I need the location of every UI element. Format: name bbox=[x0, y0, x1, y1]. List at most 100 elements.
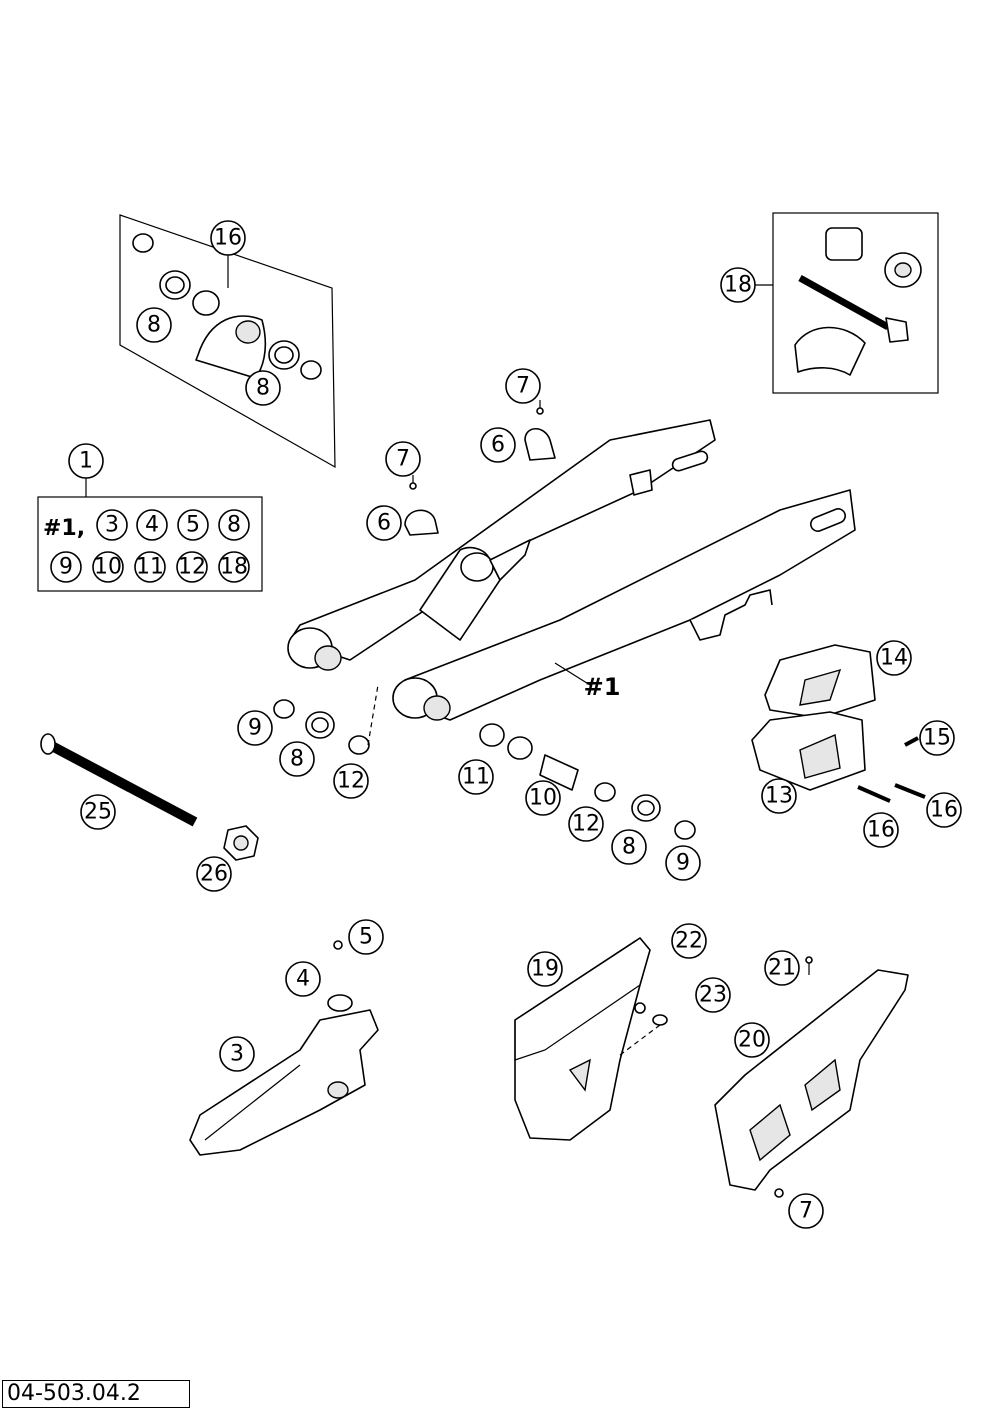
svg-text:19: 19 bbox=[531, 957, 559, 982]
callout-25: 25 bbox=[80, 794, 116, 830]
pivot-axle bbox=[40, 733, 259, 861]
svg-text:6: 6 bbox=[491, 433, 505, 458]
callout-3: 3 bbox=[219, 1036, 255, 1072]
svg-text:5: 5 bbox=[186, 513, 200, 538]
callout-4: 4 bbox=[285, 961, 321, 997]
svg-text:16: 16 bbox=[867, 818, 895, 843]
svg-text:21: 21 bbox=[768, 956, 796, 981]
kit-item-5: 5 bbox=[177, 509, 209, 541]
callout-7-bottom: 7 bbox=[788, 1193, 824, 1229]
kit-item-10: 10 bbox=[92, 551, 124, 583]
callout-20: 19 bbox=[527, 951, 563, 987]
svg-text:14: 14 bbox=[880, 646, 908, 671]
svg-text:16: 16 bbox=[214, 226, 242, 251]
svg-text:11: 11 bbox=[136, 555, 164, 580]
svg-text:8: 8 bbox=[622, 835, 636, 860]
chain-slider-parts bbox=[189, 940, 379, 1156]
svg-text:12: 12 bbox=[178, 555, 206, 580]
kit-item-4: 4 bbox=[136, 509, 168, 541]
callout-9-upper: 8 bbox=[136, 307, 172, 343]
callout-24: 23 bbox=[695, 977, 731, 1013]
callout-26: 26 bbox=[196, 856, 232, 892]
svg-text:7: 7 bbox=[396, 447, 410, 472]
svg-text:22: 22 bbox=[675, 929, 703, 954]
chain-guard-parts bbox=[514, 937, 668, 1141]
swingarm bbox=[287, 419, 856, 721]
svg-text:8: 8 bbox=[147, 313, 161, 338]
kit-prefix: #1, bbox=[43, 516, 85, 541]
svg-text:26: 26 bbox=[200, 862, 228, 887]
svg-text:4: 4 bbox=[296, 967, 310, 992]
svg-text:8: 8 bbox=[290, 747, 304, 772]
callout-9-lower: 8 bbox=[245, 370, 281, 406]
svg-text:10: 10 bbox=[94, 555, 122, 580]
callout-12-left: 12 bbox=[333, 763, 369, 799]
svg-text:9: 9 bbox=[676, 851, 690, 876]
chain-guard-rear-parts bbox=[714, 956, 909, 1198]
callout-1: 1 bbox=[68, 443, 104, 479]
callout-18: 16 bbox=[210, 220, 246, 256]
bearing-kit-panel bbox=[119, 214, 336, 469]
callout-5: 5 bbox=[348, 919, 384, 955]
svg-text:16: 16 bbox=[930, 798, 958, 823]
kit-item-18: 18 bbox=[218, 551, 250, 583]
svg-text:8: 8 bbox=[256, 376, 270, 401]
svg-text:12: 12 bbox=[337, 769, 365, 794]
pivot-parts-right bbox=[479, 723, 696, 840]
callout-22: 21 bbox=[764, 950, 800, 986]
callout-7-mid: 7 bbox=[385, 441, 421, 477]
clamp-parts bbox=[404, 407, 556, 536]
callout-12-right: 12 bbox=[568, 806, 604, 842]
callout-11: 11 bbox=[458, 759, 494, 795]
svg-text:10: 10 bbox=[529, 786, 557, 811]
callout-16-left: 16 bbox=[863, 812, 899, 848]
svg-text:23: 23 bbox=[699, 983, 727, 1008]
callout-10: 10 bbox=[525, 780, 561, 816]
kit-item-3: 3 bbox=[96, 509, 128, 541]
diagram-code-label: 04-503.04.2 bbox=[2, 1380, 190, 1408]
callout-14: 13 bbox=[761, 778, 797, 814]
svg-text:5: 5 bbox=[359, 925, 373, 950]
callout-16-right: 16 bbox=[926, 792, 962, 828]
svg-text:20: 20 bbox=[738, 1028, 766, 1053]
svg-text:1: 1 bbox=[79, 449, 93, 474]
callout-8-left: 9 bbox=[237, 710, 273, 746]
kit-item-9: 9 bbox=[50, 551, 82, 583]
callout-15: 15 bbox=[919, 720, 955, 756]
callout-8-right: 9 bbox=[665, 845, 701, 881]
mounting-kit-panel bbox=[755, 212, 939, 394]
svg-text:8: 8 bbox=[227, 513, 241, 538]
svg-text:13: 13 bbox=[765, 784, 793, 809]
callout-6-top: 6 bbox=[480, 427, 516, 463]
svg-text:12: 12 bbox=[572, 812, 600, 837]
svg-text:6: 6 bbox=[377, 511, 391, 536]
svg-text:25: 25 bbox=[84, 800, 112, 825]
svg-text:18: 18 bbox=[724, 273, 752, 298]
kit-item-12: 12 bbox=[176, 551, 208, 583]
callout-7-top: 7 bbox=[505, 368, 541, 404]
svg-text:7: 7 bbox=[516, 374, 530, 399]
svg-text:11: 11 bbox=[462, 765, 490, 790]
svg-text:18: 18 bbox=[220, 555, 248, 580]
svg-text:3: 3 bbox=[230, 1042, 244, 1067]
callout-13: 14 bbox=[876, 640, 912, 676]
callout-19: 18 bbox=[720, 267, 756, 303]
swingarm-kit-box: #1, 3 4 5 8 9 10 11 12 18 bbox=[37, 478, 263, 592]
callout-21: 20 bbox=[734, 1022, 770, 1058]
svg-text:9: 9 bbox=[248, 716, 262, 741]
callout-23: 22 bbox=[671, 923, 707, 959]
callout-9-right: 8 bbox=[611, 829, 647, 865]
callout-6-mid: 6 bbox=[366, 505, 402, 541]
kit-item-11: 11 bbox=[134, 551, 166, 583]
svg-text:9: 9 bbox=[59, 555, 73, 580]
chain-guide-parts bbox=[751, 644, 926, 803]
svg-text:15: 15 bbox=[923, 726, 951, 751]
svg-text:4: 4 bbox=[145, 513, 159, 538]
svg-text:7: 7 bbox=[799, 1199, 813, 1224]
leader-lines bbox=[412, 400, 541, 483]
svg-text:3: 3 bbox=[105, 513, 119, 538]
kit-item-8: 8 bbox=[218, 509, 250, 541]
pivot-parts-left bbox=[273, 684, 379, 755]
callout-9-left: 8 bbox=[279, 741, 315, 777]
